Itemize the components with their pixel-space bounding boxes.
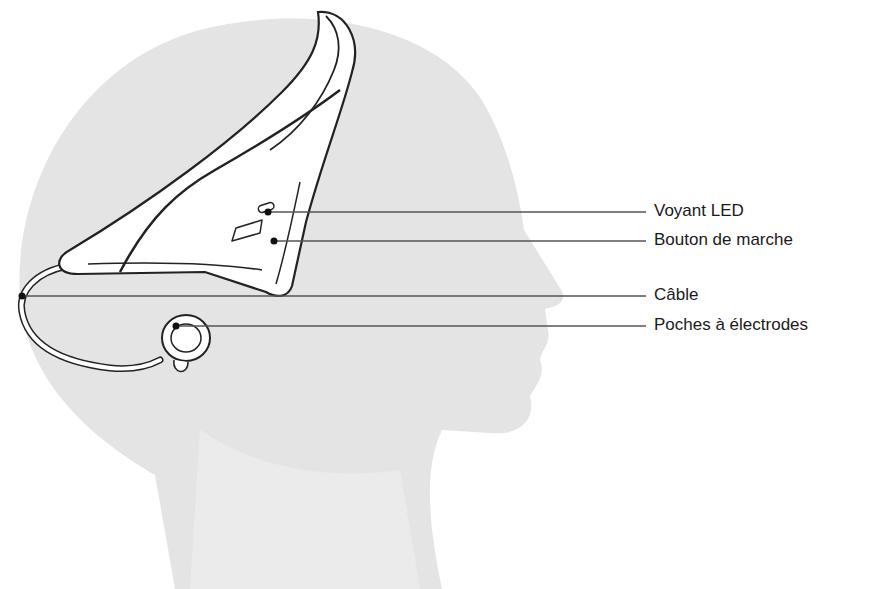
cable	[21, 266, 160, 369]
leader-dot	[19, 293, 26, 300]
leader-dots	[19, 209, 278, 330]
leader-line	[176, 325, 646, 326]
leader-line	[268, 211, 646, 212]
electrode-nub	[174, 360, 188, 372]
leader-line	[22, 295, 646, 296]
headband-groove	[120, 90, 340, 272]
leader-dot	[265, 209, 272, 216]
leader-dot	[173, 323, 180, 330]
electrode-pocket	[162, 315, 210, 361]
neck-shade	[190, 430, 420, 589]
part-label: Voyant LED	[652, 201, 746, 221]
leader-lines	[22, 212, 646, 326]
pod-edge	[88, 263, 262, 270]
part-label: Bouton de marche	[652, 230, 795, 250]
cable-core	[21, 266, 160, 369]
part-label: Poches à électrodes	[652, 315, 810, 335]
pod-contour	[276, 182, 300, 284]
part-label: Câble	[652, 285, 700, 305]
leader-dot	[271, 238, 278, 245]
leader-line	[274, 240, 646, 241]
headband-body	[59, 12, 355, 296]
power-button	[232, 220, 262, 241]
